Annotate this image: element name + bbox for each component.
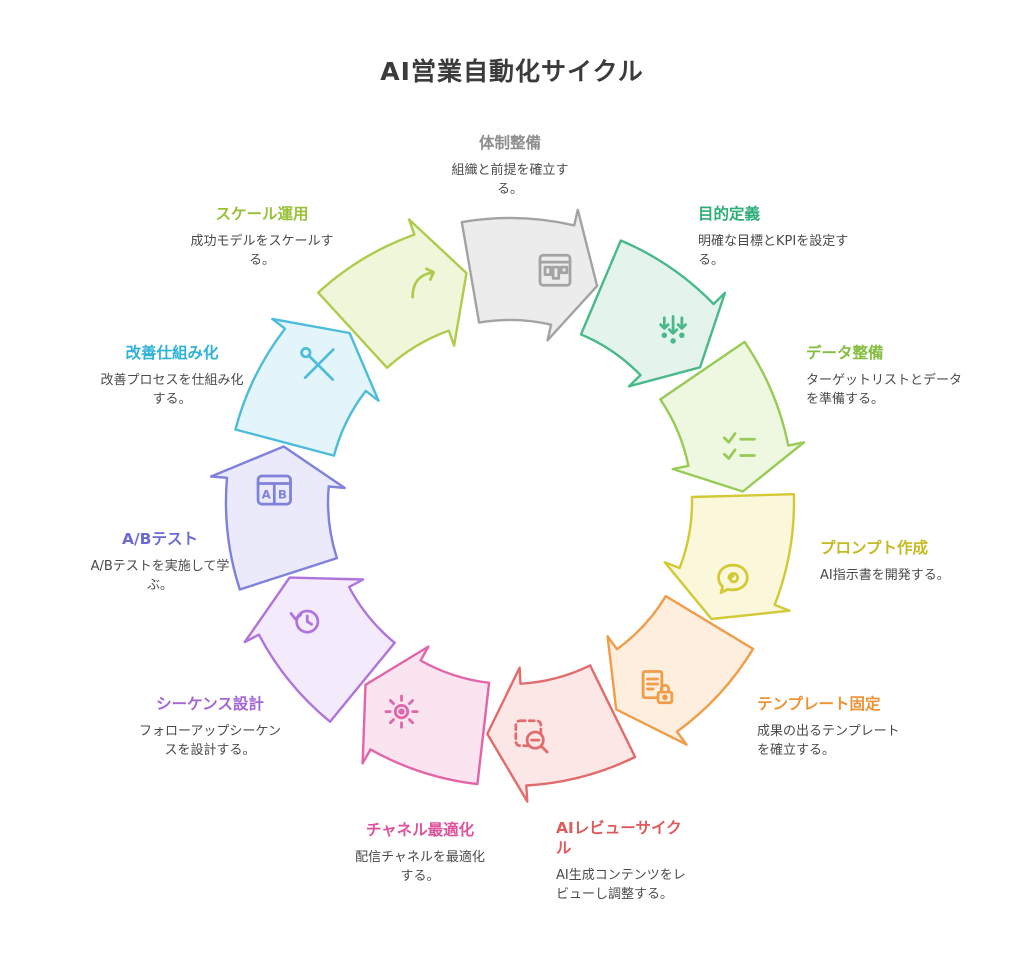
step-desc: 成果の出るテンプレートを確立する。 — [757, 724, 900, 758]
arrow-ai-review-cycle — [486, 664, 637, 803]
step-label-ab-testing: A/Bテスト A/Bテストを実施して学ぶ。 — [85, 529, 235, 596]
step-label-structure-setup: 体制整備 組織と前提を確立する。 — [440, 133, 580, 200]
arrow-template-fixing — [606, 594, 755, 746]
step-label-channel-optimization: チャネル最適化 配信チャネルを最適化する。 — [350, 820, 490, 887]
step-title: シーケンス設計 — [156, 695, 264, 713]
step-label-template-fixing: テンプレート固定 成果の出るテンプレートを確立する。 — [757, 694, 912, 761]
converge-arrows-icon — [659, 315, 687, 344]
svg-text:A: A — [262, 488, 272, 502]
step-label-ai-review-cycle: AIレビューサイクル AI生成コンテンツをレビューし調整する。 — [556, 818, 688, 905]
step-label-sequence-design: シーケンス設計 フォローアップシーケンスを設計する。 — [135, 694, 285, 761]
step-desc: 成功モデルをスケールする。 — [190, 234, 334, 268]
chat-icon — [717, 563, 749, 594]
svg-text:B: B — [278, 488, 287, 502]
tools-icon — [300, 347, 335, 381]
step-title: AIレビューサイクル — [556, 819, 682, 858]
step-desc: 配信チャネルを最適化する。 — [355, 850, 485, 884]
step-desc: A/Bテストを実施して学ぶ。 — [90, 559, 230, 593]
step-desc: ターゲットリストとデータを準備する。 — [806, 373, 963, 407]
arrow-improvement-systemization — [234, 317, 380, 457]
step-desc: 明確な目標とKPIを設定する。 — [698, 234, 849, 268]
step-label-data-preparation: データ整備 ターゲットリストとデータを準備する。 — [806, 343, 968, 410]
diagram-title: AI営業自動化サイクル — [380, 57, 644, 86]
arrow-ab-testing — [209, 445, 346, 591]
arrow-scale-operation — [317, 218, 468, 369]
arrow-channel-optimization — [361, 645, 491, 786]
arrow-sequence-design — [243, 576, 396, 723]
growth-icon — [411, 267, 435, 299]
arrow-goal-definition — [579, 239, 727, 388]
step-title: 体制整備 — [478, 134, 541, 152]
step-title: 改善仕組み化 — [125, 344, 219, 362]
history-icon — [289, 609, 320, 634]
step-label-prompt-creation: プロンプト作成 AI指示書を開発する。 — [820, 538, 988, 586]
step-title: データ整備 — [806, 344, 884, 362]
kanban-icon — [538, 253, 572, 287]
step-title: A/Bテスト — [122, 530, 198, 548]
checklist-icon — [723, 432, 756, 460]
step-label-scale-operation: スケール運用 成功モデルをスケールする。 — [187, 204, 337, 271]
step-label-improvement-systemization: 改善仕組み化 改善プロセスを仕組み化する。 — [97, 343, 247, 410]
step-desc: 改善プロセスを仕組み化する。 — [100, 373, 244, 407]
doc-lock-icon — [641, 670, 674, 705]
review-icon — [514, 719, 549, 754]
step-label-goal-definition: 目的定義 明確な目標とKPIを設定する。 — [698, 204, 853, 271]
arrow-prompt-creation — [663, 493, 796, 621]
step-title: チャネル最適化 — [365, 821, 475, 839]
step-desc: AI生成コンテンツをレビューし調整する。 — [556, 868, 686, 903]
channel-icon — [384, 694, 419, 729]
step-desc: AI指示書を開発する。 — [820, 568, 950, 584]
step-desc: フォローアップシーケンスを設計する。 — [138, 724, 282, 758]
step-title: プロンプト作成 — [820, 539, 929, 557]
step-title: スケール運用 — [215, 205, 309, 223]
step-desc: 組織と前提を確立する。 — [451, 163, 569, 197]
step-title: 目的定義 — [698, 205, 761, 223]
step-title: テンプレート固定 — [757, 695, 881, 713]
arrow-data-preparation — [659, 340, 806, 493]
arrow-structure-setup — [460, 208, 599, 342]
